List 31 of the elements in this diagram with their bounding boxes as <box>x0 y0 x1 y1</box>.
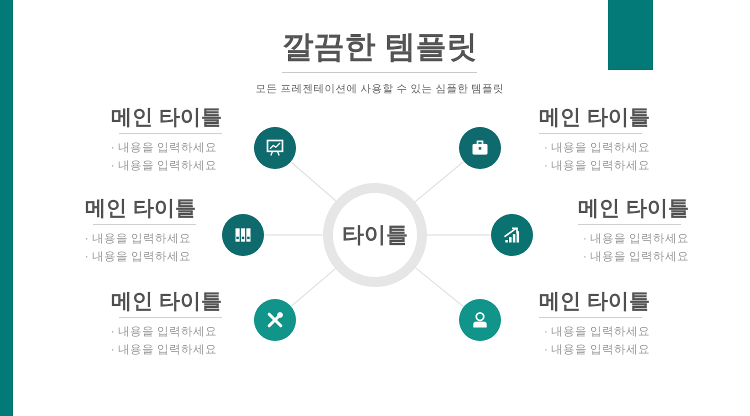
icon-circle <box>222 214 264 256</box>
bullet-text: · 내용을 입력하세요 <box>110 326 217 338</box>
bullet-text: · 내용을 입력하세요 <box>583 251 690 263</box>
bullet-text: · 내용을 입력하세요 <box>544 160 650 172</box>
icon-circle <box>254 299 296 341</box>
heading-text: 메인 타이틀 <box>111 290 222 313</box>
heading-text: 메인 타이틀 <box>578 197 689 220</box>
bullet-text: · 내용을 입력하세요 <box>110 344 217 356</box>
bullet-text: · 내용을 입력하세요 <box>84 233 191 245</box>
center-label: 타이틀 <box>342 221 408 249</box>
heading-text: 메인 타이틀 <box>539 290 650 313</box>
subtitle: 모든 프레젠테이션에 사용할 수 있는 심플한 템플릿 <box>256 83 504 95</box>
bullet-text: · 내용을 입력하세요 <box>110 160 217 172</box>
title: 깔끔한 템플릿 <box>282 29 478 64</box>
connector-line <box>290 268 336 307</box>
connector-line <box>414 160 464 202</box>
heading-text: 메인 타이틀 <box>539 106 650 129</box>
heading-text: 메인 타이틀 <box>85 197 196 220</box>
bullet-text: · 내용을 입력하세요 <box>84 251 191 263</box>
bullet-text: · 내용을 입력하세요 <box>583 233 690 245</box>
heading-text: 메인 타이틀 <box>111 106 222 129</box>
bullet-text: · 내용을 입력하세요 <box>544 142 650 154</box>
bullet-text: · 내용을 입력하세요 <box>544 344 650 356</box>
icon-circle <box>459 299 501 341</box>
icon-circle <box>491 214 533 256</box>
connector-line <box>290 161 336 202</box>
bullet-text: · 내용을 입력하세요 <box>544 326 650 338</box>
icon-circle <box>459 127 501 169</box>
connector-line <box>415 267 464 308</box>
bullet-text: · 내용을 입력하세요 <box>110 142 217 154</box>
icon-circle <box>254 127 296 169</box>
